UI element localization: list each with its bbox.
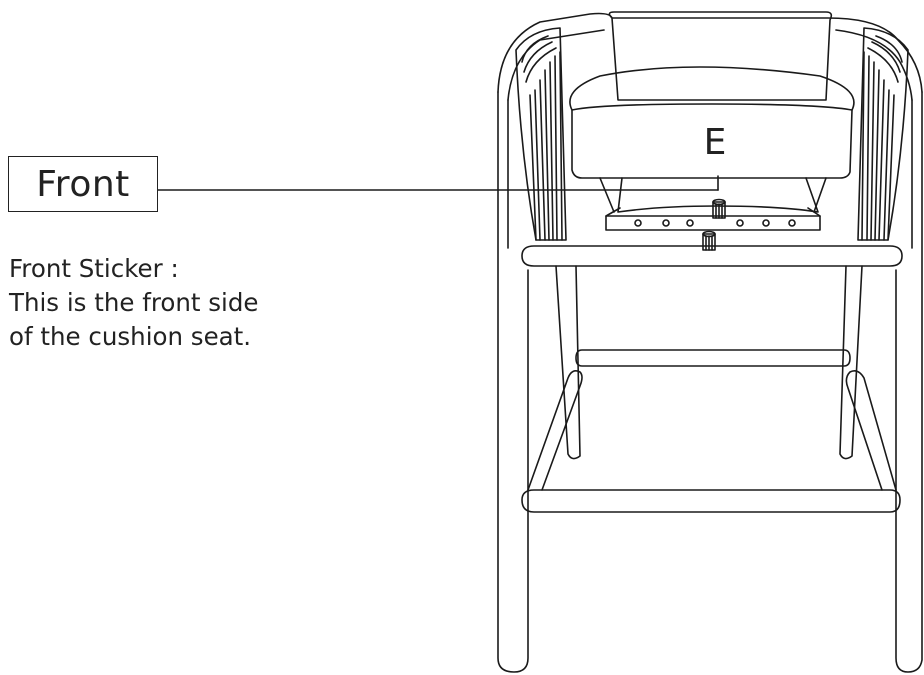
part-letter-e: E [703,122,727,163]
rear-stretcher [575,349,851,367]
bolt-bottom [702,230,716,251]
footrest-rail [521,489,901,513]
right-rope-wrap [857,27,909,241]
bolt-top [712,198,726,219]
note-line-1: Front Sticker : [9,254,179,283]
left-side-brace [527,370,583,491]
left-rear-leg [555,265,581,460]
back-cushion [608,11,833,101]
note-line-2: This is the front side [9,288,259,317]
left-rope-wrap [515,27,567,241]
right-side-brace [845,370,897,491]
front-sticker-note: Front Sticker : This is the front side o… [9,252,389,354]
note-line-3: of the cushion seat. [9,322,252,351]
right-front-leg [895,91,923,673]
left-front-leg [497,91,529,673]
front-label: Front [8,156,158,212]
seat-cushion [569,66,855,179]
seat-rail [521,245,903,267]
right-rear-leg [839,265,863,460]
